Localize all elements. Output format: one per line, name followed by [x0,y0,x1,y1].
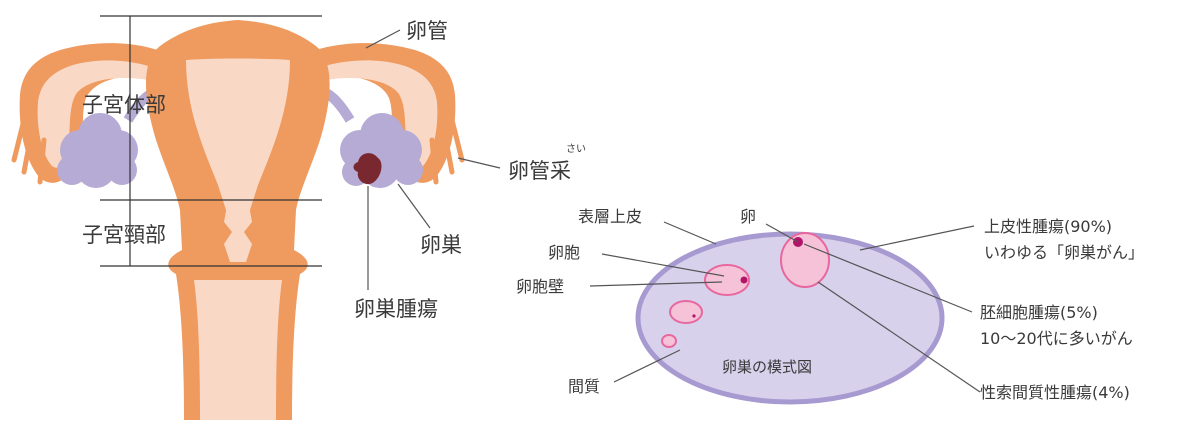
label-follicle: 卵胞 [548,243,580,262]
cervical-canal [224,200,252,262]
label-fimbria-ruby: さい [566,143,586,155]
label-surface-epithelium: 表層上皮 [578,207,642,226]
ovarian-tumor [353,153,382,185]
label-sex-cord-tumor: 性索間質性腫瘍(4%) [980,383,1130,402]
label-fimbria: 卵管采 [508,159,571,183]
label-cervix: 子宮頸部 [82,223,166,247]
label-epithelial-note: いわゆる「卵巣がん」 [984,243,1144,262]
label-fallopian-tube: 卵管 [406,19,448,43]
uterine-cavity [186,58,290,218]
fimbria-fringes [11,117,465,185]
label-germ-cell-note: 10～20代に多いがん [980,329,1133,348]
label-epithelial-tumor: 上皮性腫瘍(90%) [984,217,1112,236]
label-stroma: 間質 [568,377,600,396]
uterus-illustration [11,20,465,420]
follicle-medium [669,300,703,324]
label-ovary: 卵巣 [420,233,462,257]
label-ovarian-tumor: 卵巣腫瘍 [354,297,438,321]
label-follicle-wall: 卵胞壁 [516,277,564,296]
schematic-title: 卵巣の模式図 [722,358,812,376]
label-uterine-body: 子宮体部 [82,93,166,117]
ovary-schematic [635,231,945,405]
egg-in-follicle [740,276,748,284]
mature-follicle [780,232,830,288]
left-ovary [57,113,138,188]
right-leader-lines [589,221,981,393]
label-germ-cell-tumor: 胚細胞腫瘍(5%) [980,303,1098,322]
follicle-large [704,264,750,296]
follicle-small [661,334,677,348]
label-egg: 卵 [740,207,756,226]
measurement-guides [100,15,322,267]
left-leader-lines [365,29,501,290]
